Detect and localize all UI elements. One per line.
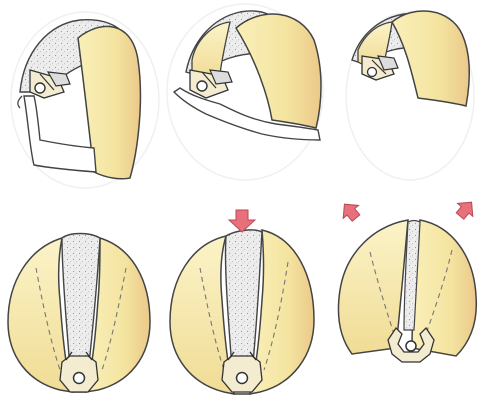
panel-bottom-middle [170,210,314,394]
panel-top-left [11,12,159,188]
panel-bottom-right [337,196,479,362]
buckle-mechanism [190,70,232,98]
buckle-mechanism [30,70,70,98]
buckle-mechanism [362,56,398,80]
panel-top-middle [167,4,323,180]
press-down-arrow-icon [229,210,255,232]
outer-shell-right [236,14,321,128]
shell-rim [24,96,96,172]
buckle-mechanism [388,328,434,362]
panel-top-right [346,11,474,180]
separate-left-arrow-icon [337,198,364,225]
panel-bottom-left [8,234,150,393]
outer-shell-right [392,11,469,106]
separate-right-arrow-icon [452,196,479,223]
